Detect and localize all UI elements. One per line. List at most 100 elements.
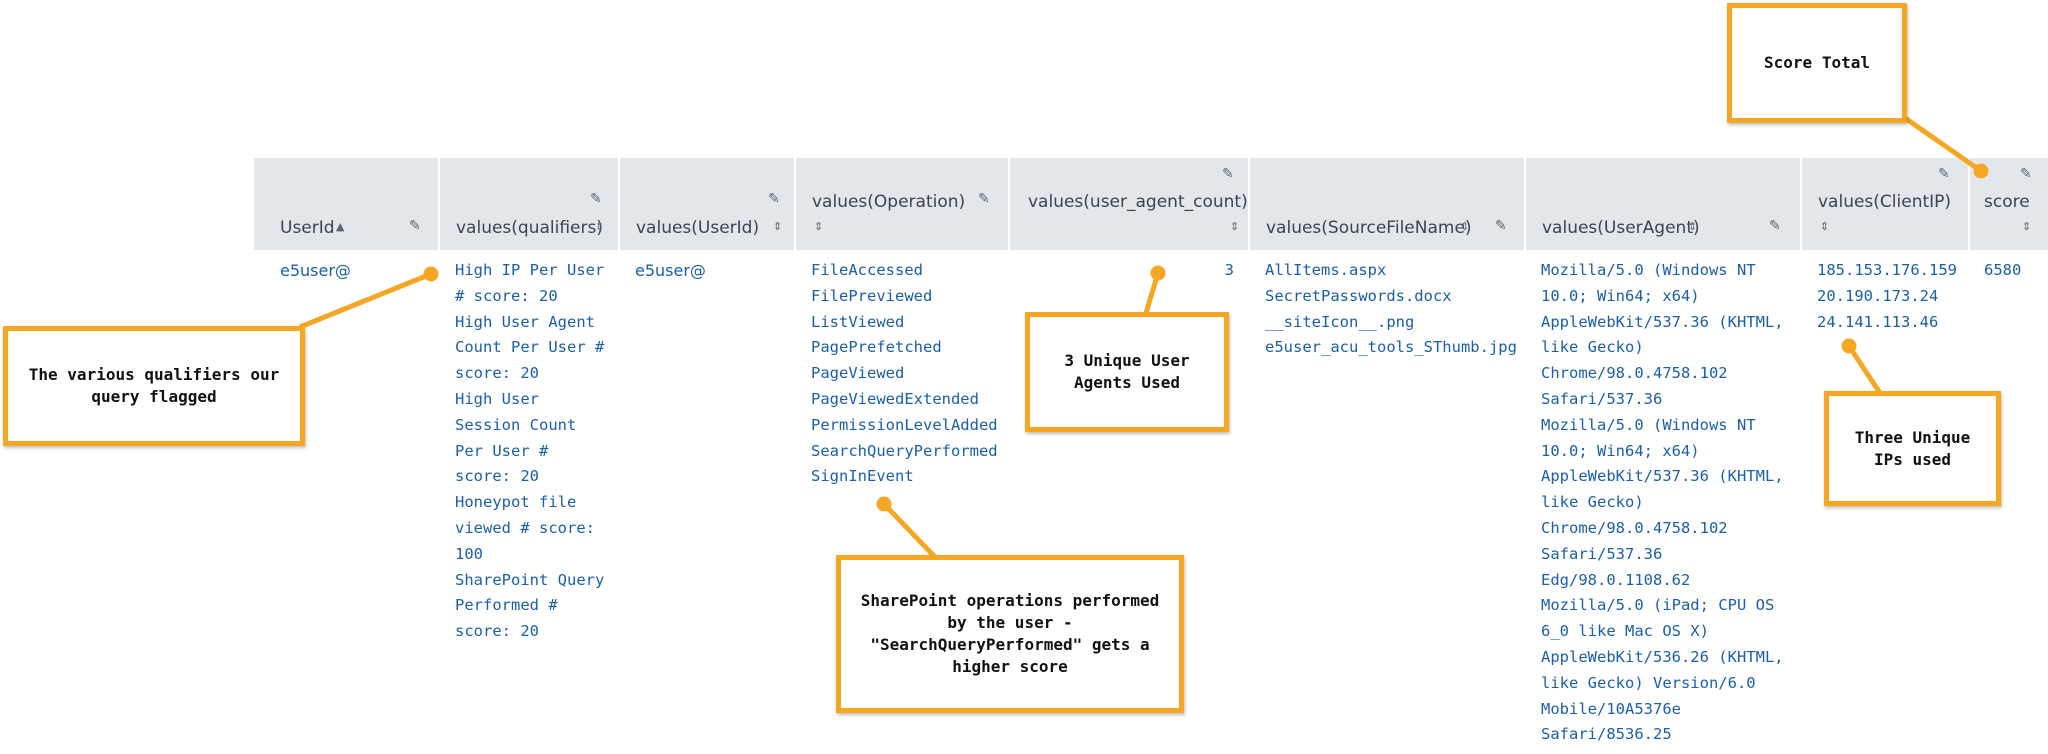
user-agent-line[interactable]: Mozilla/5.0 (iPad; CPU OS — [1541, 596, 1775, 615]
operation-item[interactable]: FilePreviewed — [811, 286, 933, 305]
column-header-operation[interactable]: values(Operation) ⇕ ✎ — [796, 158, 1010, 250]
operation-item[interactable]: PageViewed — [811, 364, 905, 383]
score-value[interactable]: 6580 — [1984, 261, 2022, 279]
callout-line: IPs used — [1873, 449, 1952, 469]
column-label: values(UserId) — [636, 218, 760, 238]
callout-operations: SharePoint operations performed by the u… — [836, 555, 1184, 713]
qualifier-line: High IP Per User — [455, 261, 605, 279]
edit-pencil-icon[interactable]: ✎ — [590, 191, 602, 207]
user-agent-line[interactable]: Mozilla/5.0 (Windows NT — [1541, 261, 1756, 279]
column-header-qualifiers[interactable]: values(qualifiers) ⇕ ✎ — [440, 158, 620, 250]
callout-text: Score Total — [1764, 53, 1870, 72]
column-header-user-agent-count[interactable]: values(user_agent_count) ⇕ ✎ — [1010, 158, 1250, 250]
cell-userid[interactable]: e5user@ — [280, 258, 351, 284]
callout-line: "SearchQueryPerformed" gets a — [870, 635, 1150, 654]
column-label: values(SourceFileName) — [1266, 218, 1472, 238]
qualifier-line: Performed # — [455, 596, 558, 615]
operation-item[interactable]: ListViewed — [811, 312, 905, 331]
column-header-client-ip[interactable]: values(ClientIP) ⇕ ✎ — [1802, 158, 1970, 250]
connector-score-total — [1903, 115, 1983, 174]
column-header-userid[interactable]: UserId ▲ ✎ — [254, 158, 440, 250]
sort-icon[interactable]: ⇕ — [1230, 220, 1240, 233]
edit-pencil-icon[interactable]: ✎ — [409, 218, 421, 234]
source-file-item[interactable]: e5user_acu_tools_SThumb.jpg — [1265, 338, 1517, 357]
column-label: UserId — [280, 218, 335, 238]
user-agent-line[interactable]: AppleWebKit/536.26 (KHTML, — [1541, 647, 1784, 666]
edit-pencil-icon[interactable]: ✎ — [1769, 218, 1781, 234]
callout-qualifiers: The various qualifiers our query flagged — [3, 326, 305, 446]
callout-text: SharePoint operations performed by the u… — [861, 590, 1160, 678]
user-agent-line[interactable]: like Gecko) Version/6.0 — [1541, 673, 1756, 692]
operation-item[interactable]: PermissionLevelAdded — [811, 415, 998, 434]
sort-icon[interactable]: ⇕ — [1460, 220, 1470, 233]
client-ip-item[interactable]: 20.190.173.24 — [1817, 286, 1939, 305]
source-file-item[interactable]: AllItems.aspx — [1265, 261, 1387, 279]
user-agent-line[interactable]: AppleWebKit/537.36 (KHTML, — [1541, 467, 1784, 486]
client-ip-item[interactable]: 24.141.113.46 — [1817, 312, 1939, 331]
cell-user-agent-count[interactable]: 3 — [1010, 258, 1234, 284]
cell-values-userid[interactable]: e5user@ — [635, 258, 706, 284]
column-label: values(UserAgent) — [1542, 218, 1700, 238]
user-agent-line[interactable]: 6_0 like Mac OS X) — [1541, 622, 1709, 641]
qualifier-line: # score: 20 — [455, 286, 558, 305]
sort-icon[interactable]: ⇕ — [773, 220, 783, 233]
user-agent-line[interactable]: Mobile/10A5376e — [1541, 699, 1681, 718]
user-agent-line[interactable]: Mozilla/5.0 (Windows NT — [1541, 415, 1756, 434]
sort-icon[interactable]: ⇕ — [814, 220, 824, 233]
column-header-score[interactable]: score ⇕ ✎ — [1970, 158, 2048, 250]
user-agent-line[interactable]: like Gecko) — [1541, 338, 1644, 357]
edit-pencil-icon[interactable]: ✎ — [1938, 166, 1950, 182]
user-agent-line[interactable]: Safari/537.36 — [1541, 544, 1663, 563]
edit-pencil-icon[interactable]: ✎ — [768, 191, 780, 207]
column-header-values-userid[interactable]: values(UserId) ⇕ ✎ — [620, 158, 796, 250]
sort-icon[interactable]: ▲ — [336, 220, 345, 233]
user-agent-line[interactable]: Edg/98.0.1108.62 — [1541, 570, 1691, 589]
operation-item[interactable]: FileAccessed — [811, 261, 923, 279]
sort-icon[interactable]: ⇕ — [2022, 220, 2032, 233]
user-agent-line[interactable]: 10.0; Win64; x64) — [1541, 441, 1700, 460]
values-userid-value[interactable]: e5user@ — [635, 261, 706, 280]
operation-item[interactable]: SearchQueryPerformed — [811, 441, 998, 460]
user-agent-line[interactable]: 10.0; Win64; x64) — [1541, 286, 1700, 305]
user-agent-line[interactable]: Chrome/98.0.4758.102 — [1541, 518, 1728, 537]
callout-line: SharePoint operations performed — [860, 591, 1160, 610]
callout-line: query flagged — [91, 387, 217, 406]
callout-line: Three Unique — [1854, 427, 1971, 447]
connector-dot — [876, 496, 892, 512]
qualifier-line: Per User # — [455, 441, 549, 460]
sort-icon[interactable]: ⇕ — [595, 220, 605, 233]
qualifier-line: Count Per User # — [455, 338, 605, 357]
connector-qualifiers — [299, 271, 432, 330]
user-agent-count-value[interactable]: 3 — [1224, 261, 1234, 279]
column-header-source-file-name[interactable]: values(SourceFileName) ⇕ ✎ — [1250, 158, 1526, 250]
operation-item[interactable]: PageViewedExtended — [811, 389, 979, 408]
user-agent-line[interactable]: Safari/8536.25 — [1541, 725, 1672, 744]
user-agent-line[interactable]: AppleWebKit/537.36 (KHTML, — [1541, 312, 1784, 331]
sort-icon[interactable]: ⇕ — [1820, 220, 1830, 233]
source-file-item[interactable]: SecretPasswords.docx — [1265, 286, 1452, 305]
column-label: values(user_agent_count) — [1028, 192, 1248, 212]
column-label: score — [1984, 192, 2030, 212]
connector-dot — [423, 266, 439, 282]
client-ip-item[interactable]: 185.153.176.159 — [1817, 261, 1957, 279]
connector-dot — [1841, 338, 1857, 354]
qualifier-line: viewed # score: — [455, 518, 595, 537]
callout-score-total: Score Total — [1727, 3, 1907, 123]
qualifier-line: score: 20 — [455, 467, 539, 486]
column-header-user-agent[interactable]: values(UserAgent) ⇕ ✎ — [1526, 158, 1802, 250]
edit-pencil-icon[interactable]: ✎ — [1495, 218, 1507, 234]
operation-item[interactable]: PagePrefetched — [811, 338, 942, 357]
edit-pencil-icon[interactable]: ✎ — [1222, 166, 1234, 182]
user-agent-line[interactable]: like Gecko) — [1541, 493, 1644, 512]
source-file-item[interactable]: __siteIcon__.png — [1265, 312, 1415, 331]
user-agent-line[interactable]: Safari/537.36 — [1541, 389, 1663, 408]
operation-item[interactable]: SignInEvent — [811, 467, 914, 486]
cell-score[interactable]: 6580 — [1984, 258, 2021, 284]
qualifier-line: score: 20 — [455, 364, 539, 383]
sort-icon[interactable]: ⇕ — [1688, 220, 1698, 233]
edit-pencil-icon[interactable]: ✎ — [978, 191, 990, 207]
qualifier-line: High User Agent — [455, 312, 595, 331]
edit-pencil-icon[interactable]: ✎ — [2020, 166, 2032, 182]
userid-value[interactable]: e5user@ — [280, 261, 351, 280]
user-agent-line[interactable]: Chrome/98.0.4758.102 — [1541, 364, 1728, 383]
